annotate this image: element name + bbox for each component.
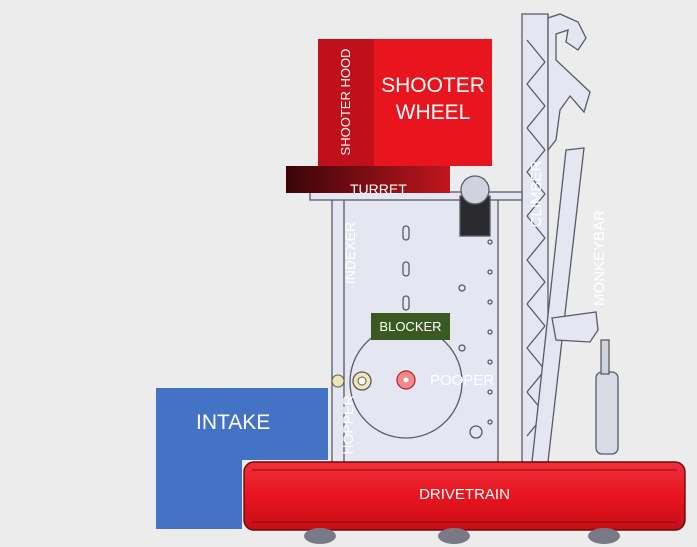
turret-label: TURRET xyxy=(350,181,407,197)
pooper-label: POOPER xyxy=(430,372,495,389)
intake-block xyxy=(156,388,328,529)
indexer-label: INDEXER xyxy=(342,221,358,285)
turret-block xyxy=(286,166,450,193)
climber-label: CLIMBER xyxy=(528,160,545,228)
shooter-wheel-label-line2: WHEEL xyxy=(395,101,471,124)
shooter-hood-label: SHOOTER HOOD xyxy=(338,48,353,156)
intake-label: INTAKE xyxy=(196,411,271,434)
shooter-wheel-label-line1: SHOOTER xyxy=(381,74,485,97)
hopper-gear-icon xyxy=(331,371,372,391)
monkeybar-label: MONKEYBAR xyxy=(591,210,608,306)
blocker-block xyxy=(371,313,450,340)
hopper-label: HOPPER xyxy=(340,395,356,455)
blocker-label: BLOCKER xyxy=(379,319,442,334)
shooter-wheel-block xyxy=(374,39,492,166)
drivetrain-label: DRIVETRAIN xyxy=(419,486,510,503)
monkeybar-arm xyxy=(531,147,619,463)
pooper-disc-icon xyxy=(396,370,416,390)
shooter-hood-block xyxy=(318,39,374,166)
drivetrain-block xyxy=(243,461,686,544)
shooter-wheel-label: SHOOTER WHEEL xyxy=(374,72,492,126)
